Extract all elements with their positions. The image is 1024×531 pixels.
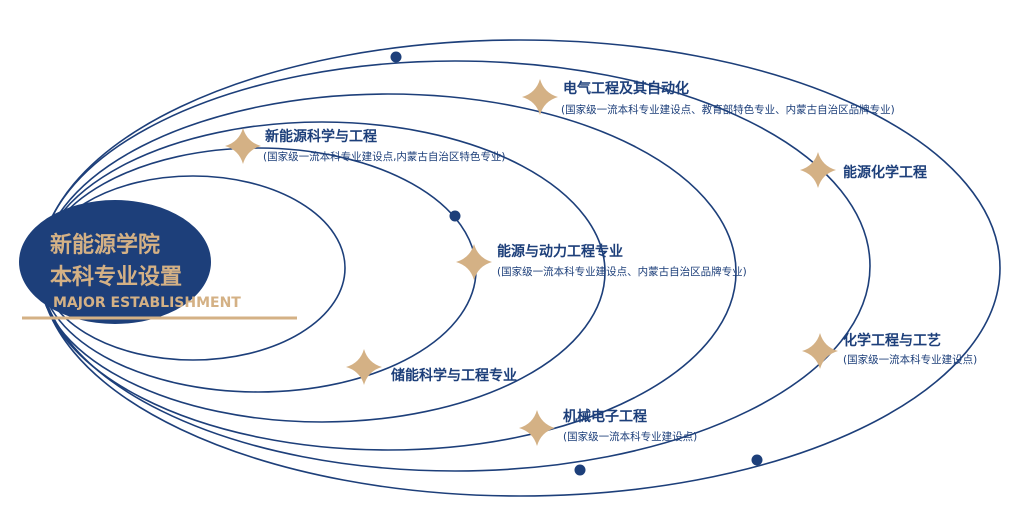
major-name: 新能源科学与工程 — [265, 128, 377, 145]
major-note: (国家级一流本科专业建设点、教育部特色专业、内蒙古自治区品牌专业) — [561, 103, 895, 116]
orbit-dots — [390, 51, 763, 476]
dot — [449, 210, 461, 222]
major-name: 储能科学与工程专业 — [390, 367, 517, 384]
dot — [574, 464, 586, 476]
dot — [390, 51, 402, 63]
title-english: MAJOR ESTABLISHMENT — [53, 295, 241, 311]
star-marker-icon — [522, 79, 558, 115]
star-marker-icon — [800, 152, 836, 188]
major-note: (国家级一流本科专业建设点、内蒙古自治区品牌专业) — [497, 265, 747, 278]
major-name: 机械电子工程 — [563, 408, 647, 425]
major-name: 电气工程及其自动化 — [563, 80, 689, 97]
major-note: (国家级一流本科专业建设点) — [563, 430, 697, 443]
title-line1: 新能源学院 — [50, 232, 160, 258]
star-marker-icon — [225, 128, 261, 164]
star-marker-icon — [346, 349, 382, 385]
title-line2: 本科专业设置 — [50, 264, 182, 290]
star-marker-icon — [456, 244, 492, 280]
major-name: 能源与动力工程专业 — [497, 243, 623, 260]
major-note: (国家级一流本科专业建设点) — [843, 353, 977, 366]
star-markers — [225, 79, 838, 446]
major-name: 化学工程与工艺 — [843, 332, 941, 349]
dot — [751, 454, 763, 466]
major-name: 能源化学工程 — [843, 164, 927, 181]
star-marker-icon — [519, 410, 555, 446]
major-note: (国家级一流本科专业建设点,内蒙古自治区特色专业) — [263, 150, 506, 163]
star-marker-icon — [802, 333, 838, 369]
title-badge — [19, 200, 211, 324]
